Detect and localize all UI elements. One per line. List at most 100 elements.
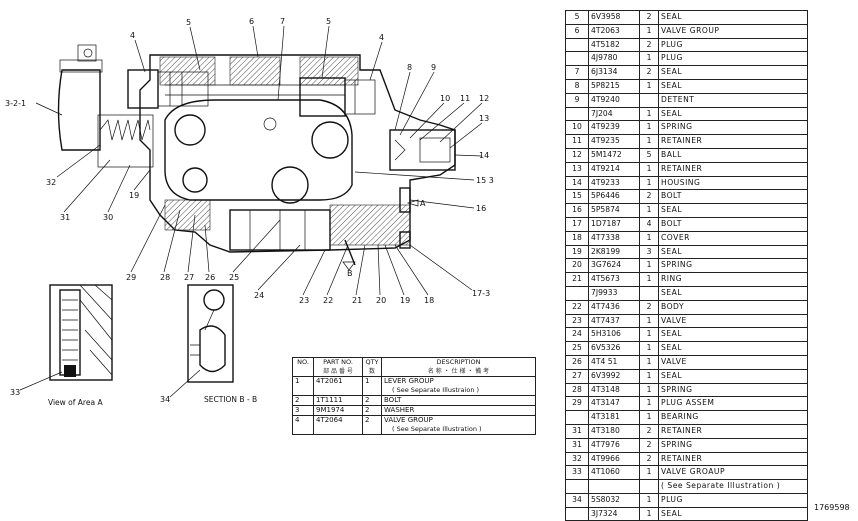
cell-description: VALVE GROUP: [658, 23, 808, 39]
cell-ref: [565, 479, 589, 494]
cell-qty: 2: [362, 405, 382, 416]
section-bb-figure: [187, 284, 234, 383]
cell-ref: 20: [565, 258, 589, 274]
cell-description: BODY: [658, 299, 808, 315]
cell-description: LEVER GROUP( See Separate Illustraion ): [381, 376, 536, 396]
cell-part-no: 4T3181: [588, 410, 640, 425]
cell-ref: [565, 37, 589, 53]
callout-12: 12: [479, 94, 489, 103]
cell-qty: 1: [639, 175, 659, 191]
cell-qty: 1: [639, 51, 659, 67]
cell-part-no: 5S8032: [588, 492, 640, 508]
cell-description: BOLT: [658, 216, 808, 232]
cell-part-no: 5P8215: [588, 78, 640, 94]
cell-part-no: 4T3180: [588, 423, 640, 439]
cell-qty: 1: [639, 327, 659, 343]
header-part-no: PART NO.部 品 番 号: [313, 357, 363, 377]
cell-qty: 1: [639, 465, 659, 481]
callout-27: 27: [184, 273, 194, 282]
callout-24: 24: [254, 291, 264, 300]
cell-ref: 13: [565, 161, 589, 177]
callout-7: 7: [280, 17, 285, 26]
cell-part-no: 4T3148: [588, 382, 640, 398]
cell-qty: 1: [639, 106, 659, 122]
spring-left: [97, 114, 154, 168]
cell-qty: 2: [639, 10, 659, 25]
cell-part-no: 4T7437: [588, 313, 640, 329]
cell-qty: 2: [639, 437, 659, 453]
cell-ref: 27: [565, 368, 589, 384]
section-marker-b: [342, 239, 356, 271]
caption-section-bb: SECTION B - B: [204, 395, 257, 404]
cell-part-no: 6V3958: [588, 10, 640, 25]
cell-part-no: 4T2061: [313, 376, 363, 396]
cell-ref: 31: [565, 423, 589, 439]
table-row: 1 4T2061 1 LEVER GROUP( See Separate Ill…: [292, 376, 536, 396]
cell-qty: 1: [639, 161, 659, 177]
cell-ref: 12: [565, 147, 589, 163]
cell-ref: 17: [565, 216, 589, 232]
cell-description: SEAL: [658, 327, 808, 343]
callout-labels: 3-2-1 4 5 6 7 5 4 8 9 10 11 12 13 14 15 …: [5, 17, 494, 407]
cell-part-no: 4T7436: [588, 299, 640, 315]
cell-description: RETAINER: [658, 423, 808, 439]
cell-qty: [639, 92, 659, 108]
callout-3-2-1: 3-2-1: [5, 99, 26, 108]
cell-qty: 2: [639, 65, 659, 80]
cell-ref: 9: [565, 92, 589, 108]
cell-ref: 34: [565, 492, 589, 508]
cell-part-no: 6V5326: [588, 341, 640, 356]
cell-description: SEAL: [658, 106, 808, 122]
cell-part-no: 4T9966: [588, 451, 640, 467]
cell-part-no: 4T9214: [588, 161, 640, 177]
callout-10: 10: [440, 94, 450, 103]
cell-description: SEAL: [658, 65, 808, 80]
cell-qty: 1: [362, 376, 382, 396]
cell-description: VALVE GROUP( See Separate Illustration ): [381, 415, 536, 435]
callout-32: 32: [46, 178, 56, 187]
cell-description: PLUG: [658, 492, 808, 508]
list-item: ( See Separate Illustration ): [565, 479, 808, 494]
callout-18: 18: [424, 296, 434, 305]
cell-ref: [565, 285, 589, 301]
cell-qty: 2: [639, 299, 659, 315]
cell-qty: 1: [639, 134, 659, 149]
callout-6: 6: [249, 17, 254, 26]
cell-qty: 5: [639, 147, 659, 163]
header-ref: NO.: [292, 357, 314, 377]
cell-part-no: 4J9780: [588, 51, 640, 67]
cell-part-no: 4T9233: [588, 175, 640, 191]
cell-qty: 1: [639, 120, 659, 136]
cell-description: PLUG: [658, 37, 808, 53]
cell-qty: 1: [639, 382, 659, 398]
cell-part-no: 3G7624: [588, 258, 640, 274]
callout-34: 34: [160, 395, 170, 404]
cell-qty: 1: [639, 203, 659, 218]
table-row: 2 1T1111 2 BOLT: [292, 395, 536, 406]
cell-qty: 1: [639, 410, 659, 425]
cell-description: ( See Separate Illustration ): [658, 479, 808, 494]
cell-ref: [565, 51, 589, 67]
cell-ref: 3: [292, 405, 314, 416]
cell-ref: 33: [565, 465, 589, 481]
cell-part-no: 4T1060: [588, 465, 640, 481]
callout-28: 28: [160, 273, 170, 282]
cell-description: RETAINER: [658, 451, 808, 467]
cell-ref: 25: [565, 341, 589, 356]
callout-19: 19: [400, 296, 410, 305]
valve-face-plate: [164, 99, 353, 204]
callout-16: 16: [476, 204, 486, 213]
